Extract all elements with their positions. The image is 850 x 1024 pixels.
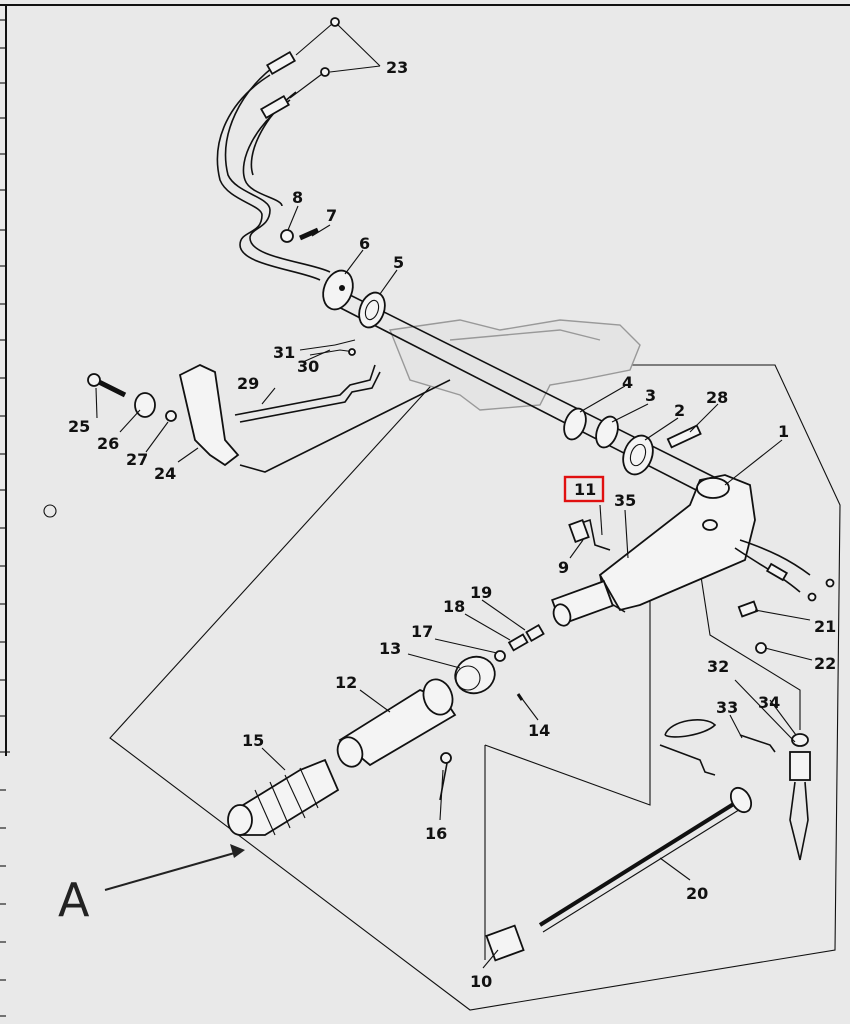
callout-4: 4 [622,373,633,392]
highlight-box-11 [563,475,605,503]
reference-hole-marker [43,504,57,518]
callout-11: 11 [574,480,596,499]
callout-31: 31 [273,343,295,362]
steering-arm [551,474,835,627]
callout-17: 17 [411,622,433,641]
leader-lines [95,23,813,969]
view-a-label: A [58,873,90,927]
callout-35: 35 [614,491,636,510]
callout-2: 2 [674,401,685,420]
callout-18: 18 [443,597,465,616]
inner-bracket [484,575,651,806]
callout-16: 16 [425,824,447,843]
callout-9: 9 [558,558,569,577]
callout-32: 32 [707,657,729,676]
view-a-arrow [104,844,245,891]
callout-21: 21 [814,617,836,636]
callout-10: 10 [470,972,492,991]
callout-1: 1 [778,422,789,441]
callout-33: 33 [716,698,738,717]
callout-30: 30 [297,357,319,376]
callout-22: 22 [814,654,836,673]
callout-20: 20 [686,884,708,903]
callout-8: 8 [292,188,303,207]
callout-23: 23 [386,58,408,77]
callout-15: 15 [242,731,264,750]
callout-28: 28 [706,388,728,407]
callout-27: 27 [126,450,148,469]
flange-plate [322,269,354,311]
callout-29: 29 [237,374,259,393]
callout-labels: 1 2 3 4 5 6 7 8 9 10 11 12 13 14 15 16 1… [58,58,836,991]
bracket-ghost [389,319,641,411]
left-ruler-line [5,6,7,756]
callout-12: 12 [335,673,357,692]
callout-5: 5 [393,253,404,272]
callout-19: 19 [470,583,492,602]
callout-34: 34 [758,693,780,712]
detail-view-outline [109,364,841,1011]
callout-24: 24 [154,464,176,483]
callout-13: 13 [379,639,401,658]
bushing-ring [358,291,386,329]
callout-14: 14 [528,721,550,740]
throttle-cables [216,17,340,281]
callout-6: 6 [359,234,370,253]
ruler-ticks [0,19,10,1017]
callout-7: 7 [326,206,337,225]
callout-26: 26 [97,434,119,453]
top-border-line [0,4,850,6]
callout-3: 3 [645,386,656,405]
callout-25: 25 [68,417,90,436]
